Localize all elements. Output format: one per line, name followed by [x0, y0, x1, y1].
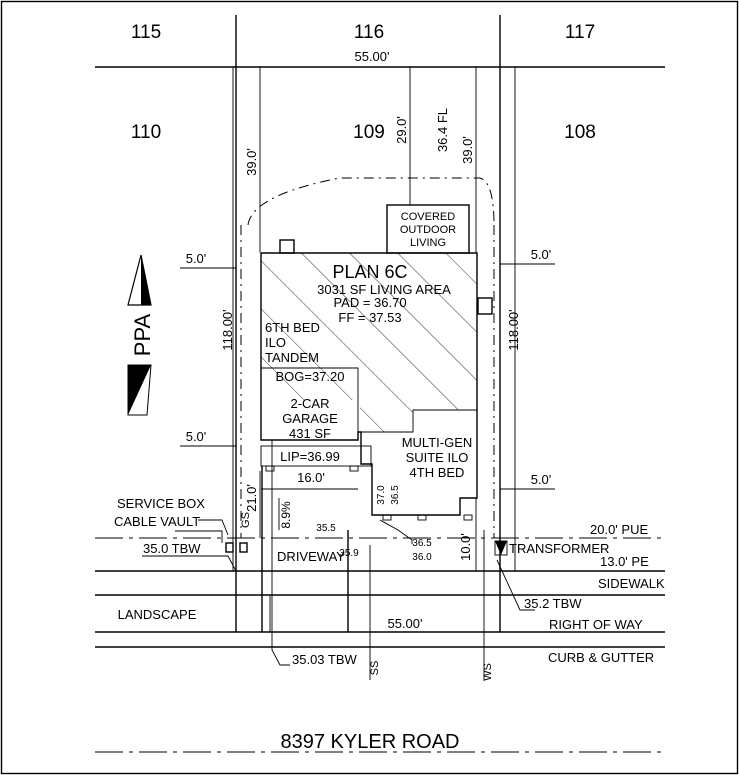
plan-ff: FF = 37.53 — [338, 310, 401, 325]
dim-fl: 36.4 FL — [435, 108, 450, 152]
tbw-right-label: 35.2 TBW — [524, 596, 582, 611]
utility-boxes — [225, 540, 508, 556]
plan-pad: PAD = 36.70 — [333, 295, 406, 310]
house-footprint — [260, 204, 493, 521]
dim-side-right: 118.00' — [506, 309, 521, 350]
gs-label: GS — [240, 512, 252, 528]
grade-360: 36.0 — [412, 552, 432, 563]
dim-setback-upper-right: 5.0' — [531, 247, 552, 262]
bed6-line1: 6TH BED — [265, 320, 320, 335]
setback-lines — [240, 177, 495, 538]
logo-text: PPA — [130, 313, 155, 356]
dim-side-left: 118.00' — [220, 309, 235, 350]
grade-365b: 36.5 — [412, 538, 432, 549]
grade-359: 35.9 — [339, 548, 359, 559]
ss-label: SS — [369, 661, 381, 676]
dim-setback-lower-right: 5.0' — [531, 472, 552, 487]
curb-gutter-label: CURB & GUTTER — [548, 650, 654, 665]
road-name: 8397 KYLER ROAD — [281, 731, 460, 753]
pue-label: 20.0' PUE — [590, 522, 648, 537]
plan-living-area: 3031 SF LIVING AREA — [317, 282, 451, 297]
bed6-line2: ILO — [265, 335, 286, 350]
lot-117: 117 — [565, 22, 595, 43]
dim-front-left: 21.0' — [244, 484, 259, 512]
garage-line2: GARAGE — [282, 411, 338, 426]
ws-label: WS — [482, 663, 494, 681]
dim-slope: 8.9% — [279, 501, 293, 529]
lot-116: 116 — [354, 22, 384, 43]
lot-115: 115 — [131, 22, 161, 43]
pe-label: 13.0' PE — [600, 554, 649, 569]
plan-name: PLAN 6C — [332, 262, 407, 282]
garage-line1: 2-CAR — [290, 396, 329, 411]
dim-bottom-width: 55.00' — [387, 616, 422, 631]
dim-setback-lower-left: 5.0' — [186, 429, 207, 444]
lot-lines — [95, 15, 665, 632]
north-arrow-logo: PPA — [127, 254, 155, 416]
dim-front-right: 10.0' — [458, 533, 473, 561]
multigen-line2: SUITE ILO — [406, 450, 469, 465]
driveway-lines — [261, 466, 349, 632]
grade-365: 36.5 — [390, 485, 401, 505]
service-box-label: SERVICE BOX — [117, 496, 205, 511]
grade-355: 35.5 — [316, 523, 336, 534]
lot-108: 108 — [564, 122, 596, 143]
covered-line2: OUTDOOR — [400, 224, 456, 236]
dim-setback-upper-left: 5.0' — [186, 251, 207, 266]
landscape-label: LANDSCAPE — [118, 607, 197, 622]
bog: BOG=37.20 — [275, 369, 344, 384]
lot-110: 110 — [131, 122, 161, 143]
cable-vault-label: CABLE VAULT — [114, 514, 200, 529]
dimension-lines — [142, 67, 555, 680]
dim-rear-mid: 29.0' — [394, 116, 409, 144]
multigen-line3: 4TH BED — [410, 465, 465, 480]
covered-line3: LIVING — [410, 237, 446, 249]
grade-370: 37.0 — [376, 485, 387, 505]
dim-rear-left: 39.0' — [244, 148, 259, 176]
tbw-left-label: 35.0 TBW — [143, 541, 201, 556]
bed6-line3: TANDEM — [265, 350, 319, 365]
dim-rear-right: 39.0' — [460, 136, 475, 164]
lip: LIP=36.99 — [280, 449, 340, 464]
sidewalk-label: SIDEWALK — [598, 576, 665, 591]
street-lines — [95, 537, 665, 753]
covered-line1: COVERED — [401, 211, 455, 223]
dim-top-width: 55.00' — [354, 49, 389, 64]
lot-109: 109 — [353, 122, 385, 143]
garage-line3: 431 SF — [289, 426, 331, 441]
multigen-line1: MULTI-GEN — [402, 435, 473, 450]
transformer-label: TRANSFORMER — [509, 541, 609, 556]
driveway-label: DRIVEWAY — [277, 549, 345, 564]
right-of-way-label: RIGHT OF WAY — [549, 617, 643, 632]
dim-driveway-width: 16.0' — [297, 470, 325, 485]
tbw-bottom-label: 35.03 TBW — [292, 652, 358, 667]
